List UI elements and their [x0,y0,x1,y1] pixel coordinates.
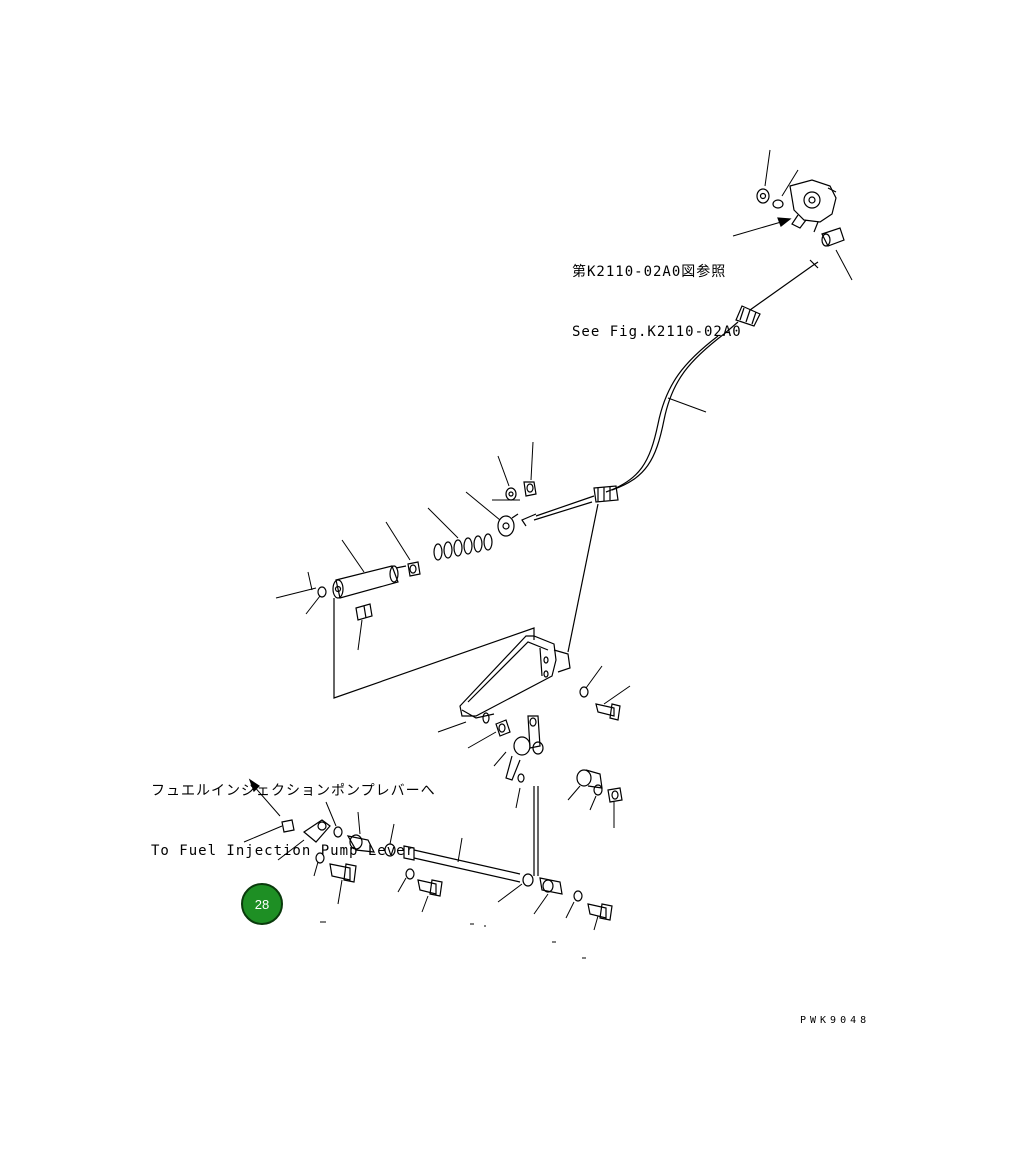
leader-lines-pivot [437,721,615,828]
control-cable [521,259,819,527]
reference-note: 第K2110-02A0図参照 See Fig.K2110-02A0 [572,222,742,362]
bracket-bolt [579,686,621,721]
reference-arrow-head [777,217,792,227]
spring [433,533,493,561]
pivot-lever [495,715,623,803]
leader-lines-top [732,149,853,281]
page-number-badge[interactable]: 28 [241,883,283,925]
cable-to-bracket [567,503,599,653]
leader-lines-lower [243,801,599,931]
governor-lever-assembly [756,179,845,247]
cable-nut-washer [497,481,537,537]
cylinder-rod [332,565,407,599]
leader-lines-mid [465,441,534,521]
pin-bolt [355,603,373,621]
pump-arrow [248,778,281,817]
small-washer-left [317,586,327,598]
leader-lines-right [585,665,631,705]
reference-note-jp: 第K2110-02A0図参照 [572,264,727,280]
link-rod [403,845,613,921]
spring-nut [407,561,421,577]
pump-lever-note-en: To Fuel Injection Pump Lever [151,843,416,859]
reference-note-en: See Fig.K2110-02A0 [572,324,742,340]
page-number-label: 28 [254,896,270,912]
bracket [333,598,571,724]
drawing-code: PWK9048 [800,1015,871,1026]
pump-lever-note: フュエルインジェクションポンプレバーへ To Fuel Injection Pu… [151,741,436,881]
pump-lever-note-jp: フュエルインジェクションポンプレバーへ [151,783,436,799]
leader-line [667,397,707,413]
cut-off-marks [320,921,586,959]
leader-lines-cylinder [275,507,459,651]
lower-left-parts [281,819,443,897]
